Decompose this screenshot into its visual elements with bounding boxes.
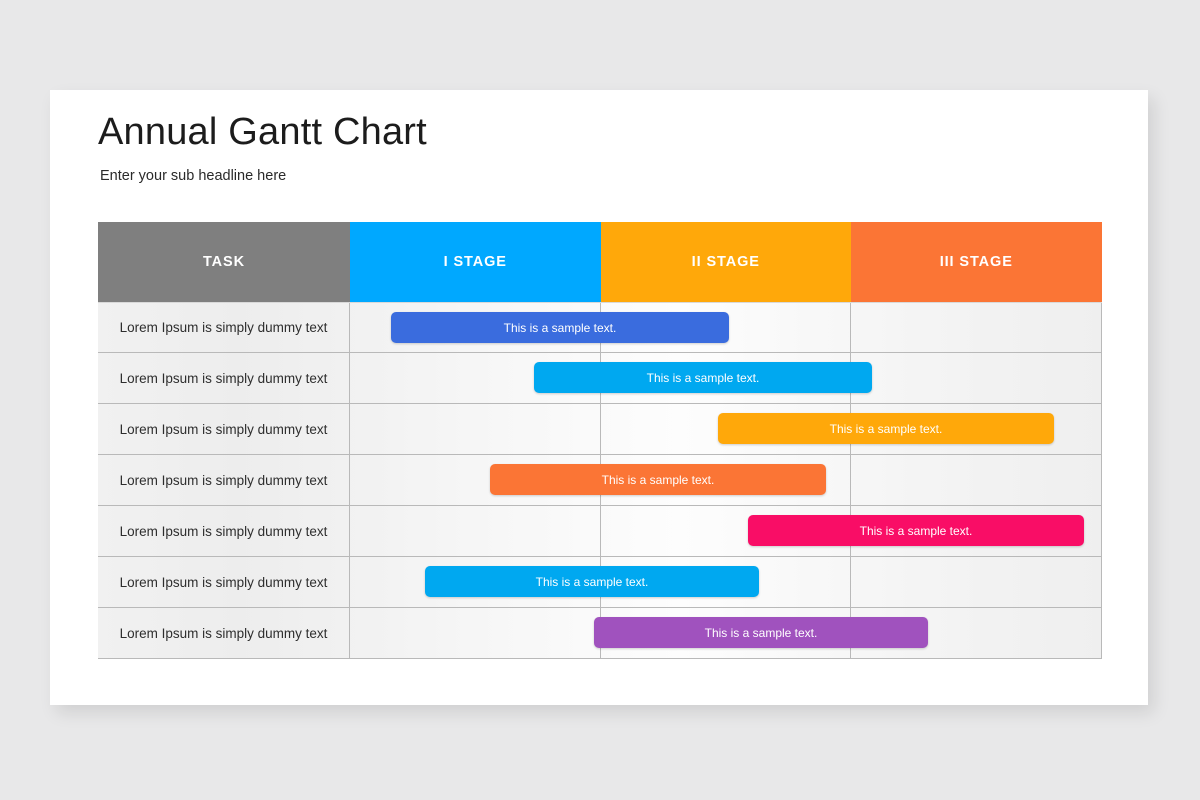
table-row[interactable]: Lorem Ipsum is simply dummy text This is …: [98, 404, 1102, 455]
timeline-lane: This is a sample text.: [350, 303, 1102, 352]
gantt-bar[interactable]: This is a sample text.: [391, 312, 729, 343]
timeline-lane: This is a sample text.: [350, 608, 1102, 658]
task-label: Lorem Ipsum is simply dummy text: [98, 608, 350, 658]
stage-cell: [601, 557, 851, 607]
task-label: Lorem Ipsum is simply dummy text: [98, 557, 350, 607]
table-row[interactable]: Lorem Ipsum is simply dummy text This is …: [98, 455, 1102, 506]
gantt-bar[interactable]: This is a sample text.: [534, 362, 872, 393]
column-header-task[interactable]: TASK: [98, 222, 350, 302]
task-label: Lorem Ipsum is simply dummy text: [98, 404, 350, 454]
timeline-lane: This is a sample text.: [350, 455, 1102, 505]
stage-cell: [601, 303, 851, 352]
stage-cell: [851, 303, 1102, 352]
task-label: Lorem Ipsum is simply dummy text: [98, 303, 350, 352]
stage-cell: [851, 455, 1102, 505]
heading-block: Annual Gantt Chart Enter your sub headli…: [98, 111, 427, 184]
column-header-i-stage[interactable]: I STAGE: [350, 222, 601, 302]
gantt-bar[interactable]: This is a sample text.: [490, 464, 826, 495]
gantt-bar[interactable]: This is a sample text.: [718, 413, 1054, 444]
table-row[interactable]: Lorem Ipsum is simply dummy text This is …: [98, 557, 1102, 608]
gantt-bar[interactable]: This is a sample text.: [425, 566, 759, 597]
timeline-lane: This is a sample text.: [350, 557, 1102, 607]
timeline-lane: This is a sample text.: [350, 506, 1102, 556]
stage-cell: [851, 353, 1102, 403]
table-row[interactable]: Lorem Ipsum is simply dummy text This is …: [98, 506, 1102, 557]
stage-cell: [350, 506, 601, 556]
stage-cell: [350, 608, 601, 658]
page-subtitle: Enter your sub headline here: [100, 167, 287, 184]
column-header-ii-stage[interactable]: II STAGE: [600, 222, 851, 302]
timeline-lane: This is a sample text.: [350, 353, 1102, 403]
table-row[interactable]: Lorem Ipsum is simply dummy text This is …: [98, 608, 1102, 659]
stage-cell: [851, 506, 1102, 556]
stage-cell: [350, 404, 601, 454]
gantt-bar[interactable]: This is a sample text.: [594, 617, 928, 648]
slide-canvas: Annual Gantt Chart Enter your sub headli…: [50, 90, 1148, 705]
table-row[interactable]: Lorem Ipsum is simply dummy text This is …: [98, 302, 1102, 353]
stage-cell: [851, 608, 1102, 658]
stage-cell: [851, 557, 1102, 607]
stage-cell: [851, 404, 1102, 454]
table-row[interactable]: Lorem Ipsum is simply dummy text This is …: [98, 353, 1102, 404]
gantt-bar[interactable]: This is a sample text.: [748, 515, 1084, 546]
task-label: Lorem Ipsum is simply dummy text: [98, 353, 350, 403]
task-label: Lorem Ipsum is simply dummy text: [98, 455, 350, 505]
stage-cell: [601, 455, 851, 505]
page-title: Annual Gantt Chart: [98, 111, 427, 153]
column-header-iii-stage[interactable]: III STAGE: [851, 222, 1102, 302]
task-label: Lorem Ipsum is simply dummy text: [98, 506, 350, 556]
timeline-lane: This is a sample text.: [350, 404, 1102, 454]
